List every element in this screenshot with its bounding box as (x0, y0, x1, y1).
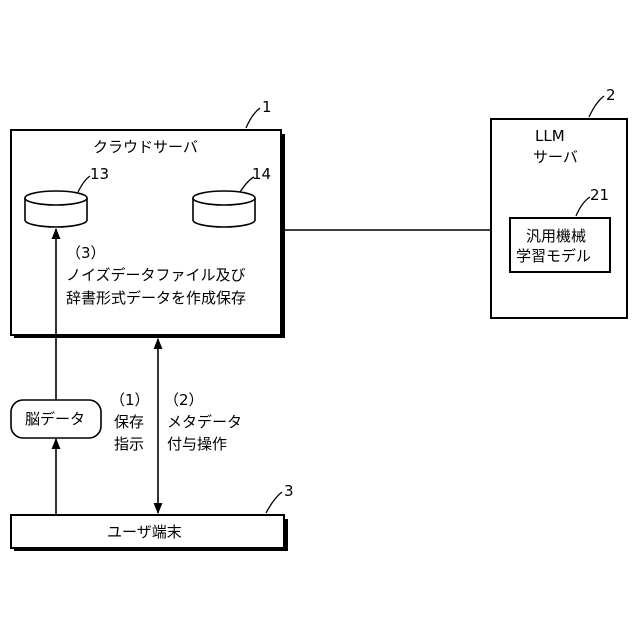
model-label-line1: 汎用機械 (526, 226, 586, 246)
step3-number: （3） (66, 243, 106, 263)
ref-3-leader (266, 492, 282, 513)
ref-3-label: 3 (284, 482, 294, 500)
step2-line2: 付与操作 (167, 434, 227, 454)
step3-line1: ノイズデータファイル及び (66, 265, 246, 285)
ref-1-leader (246, 108, 260, 128)
ref-14-label: 14 (252, 165, 271, 183)
llm-server-title-line2: サーバ (533, 147, 578, 167)
storage-14-cylinder (193, 191, 255, 227)
ref-2-label: 2 (606, 86, 616, 104)
ref-13-label: 13 (90, 165, 109, 183)
user-terminal-shadow-bottom (14, 548, 288, 551)
user-terminal-label: ユーザ端末 (107, 522, 182, 542)
ref-1-label: 1 (262, 98, 272, 116)
llm-server-title-line1: LLM (535, 126, 565, 146)
storage-13-cylinder (25, 191, 87, 227)
model-label-line2: 学習モデル (516, 246, 591, 266)
step1-line2: 指示 (114, 434, 144, 454)
user-terminal-shadow (284, 519, 288, 551)
cloud-server-shadow-bottom (14, 335, 285, 338)
ref-21-label: 21 (590, 186, 609, 204)
step2-number: （2） (164, 390, 204, 410)
step1-number: （1） (110, 390, 150, 410)
step3-line2: 辞書形式データを作成保存 (66, 288, 246, 308)
brain-data-label: 脳データ (25, 409, 85, 429)
ref-2-leader (589, 96, 604, 117)
cloud-server-shadow (281, 134, 285, 338)
step2-line1: メタデータ (167, 412, 242, 432)
step1-line1: 保存 (114, 412, 144, 432)
cloud-server-title: クラウドサーバ (93, 137, 198, 157)
